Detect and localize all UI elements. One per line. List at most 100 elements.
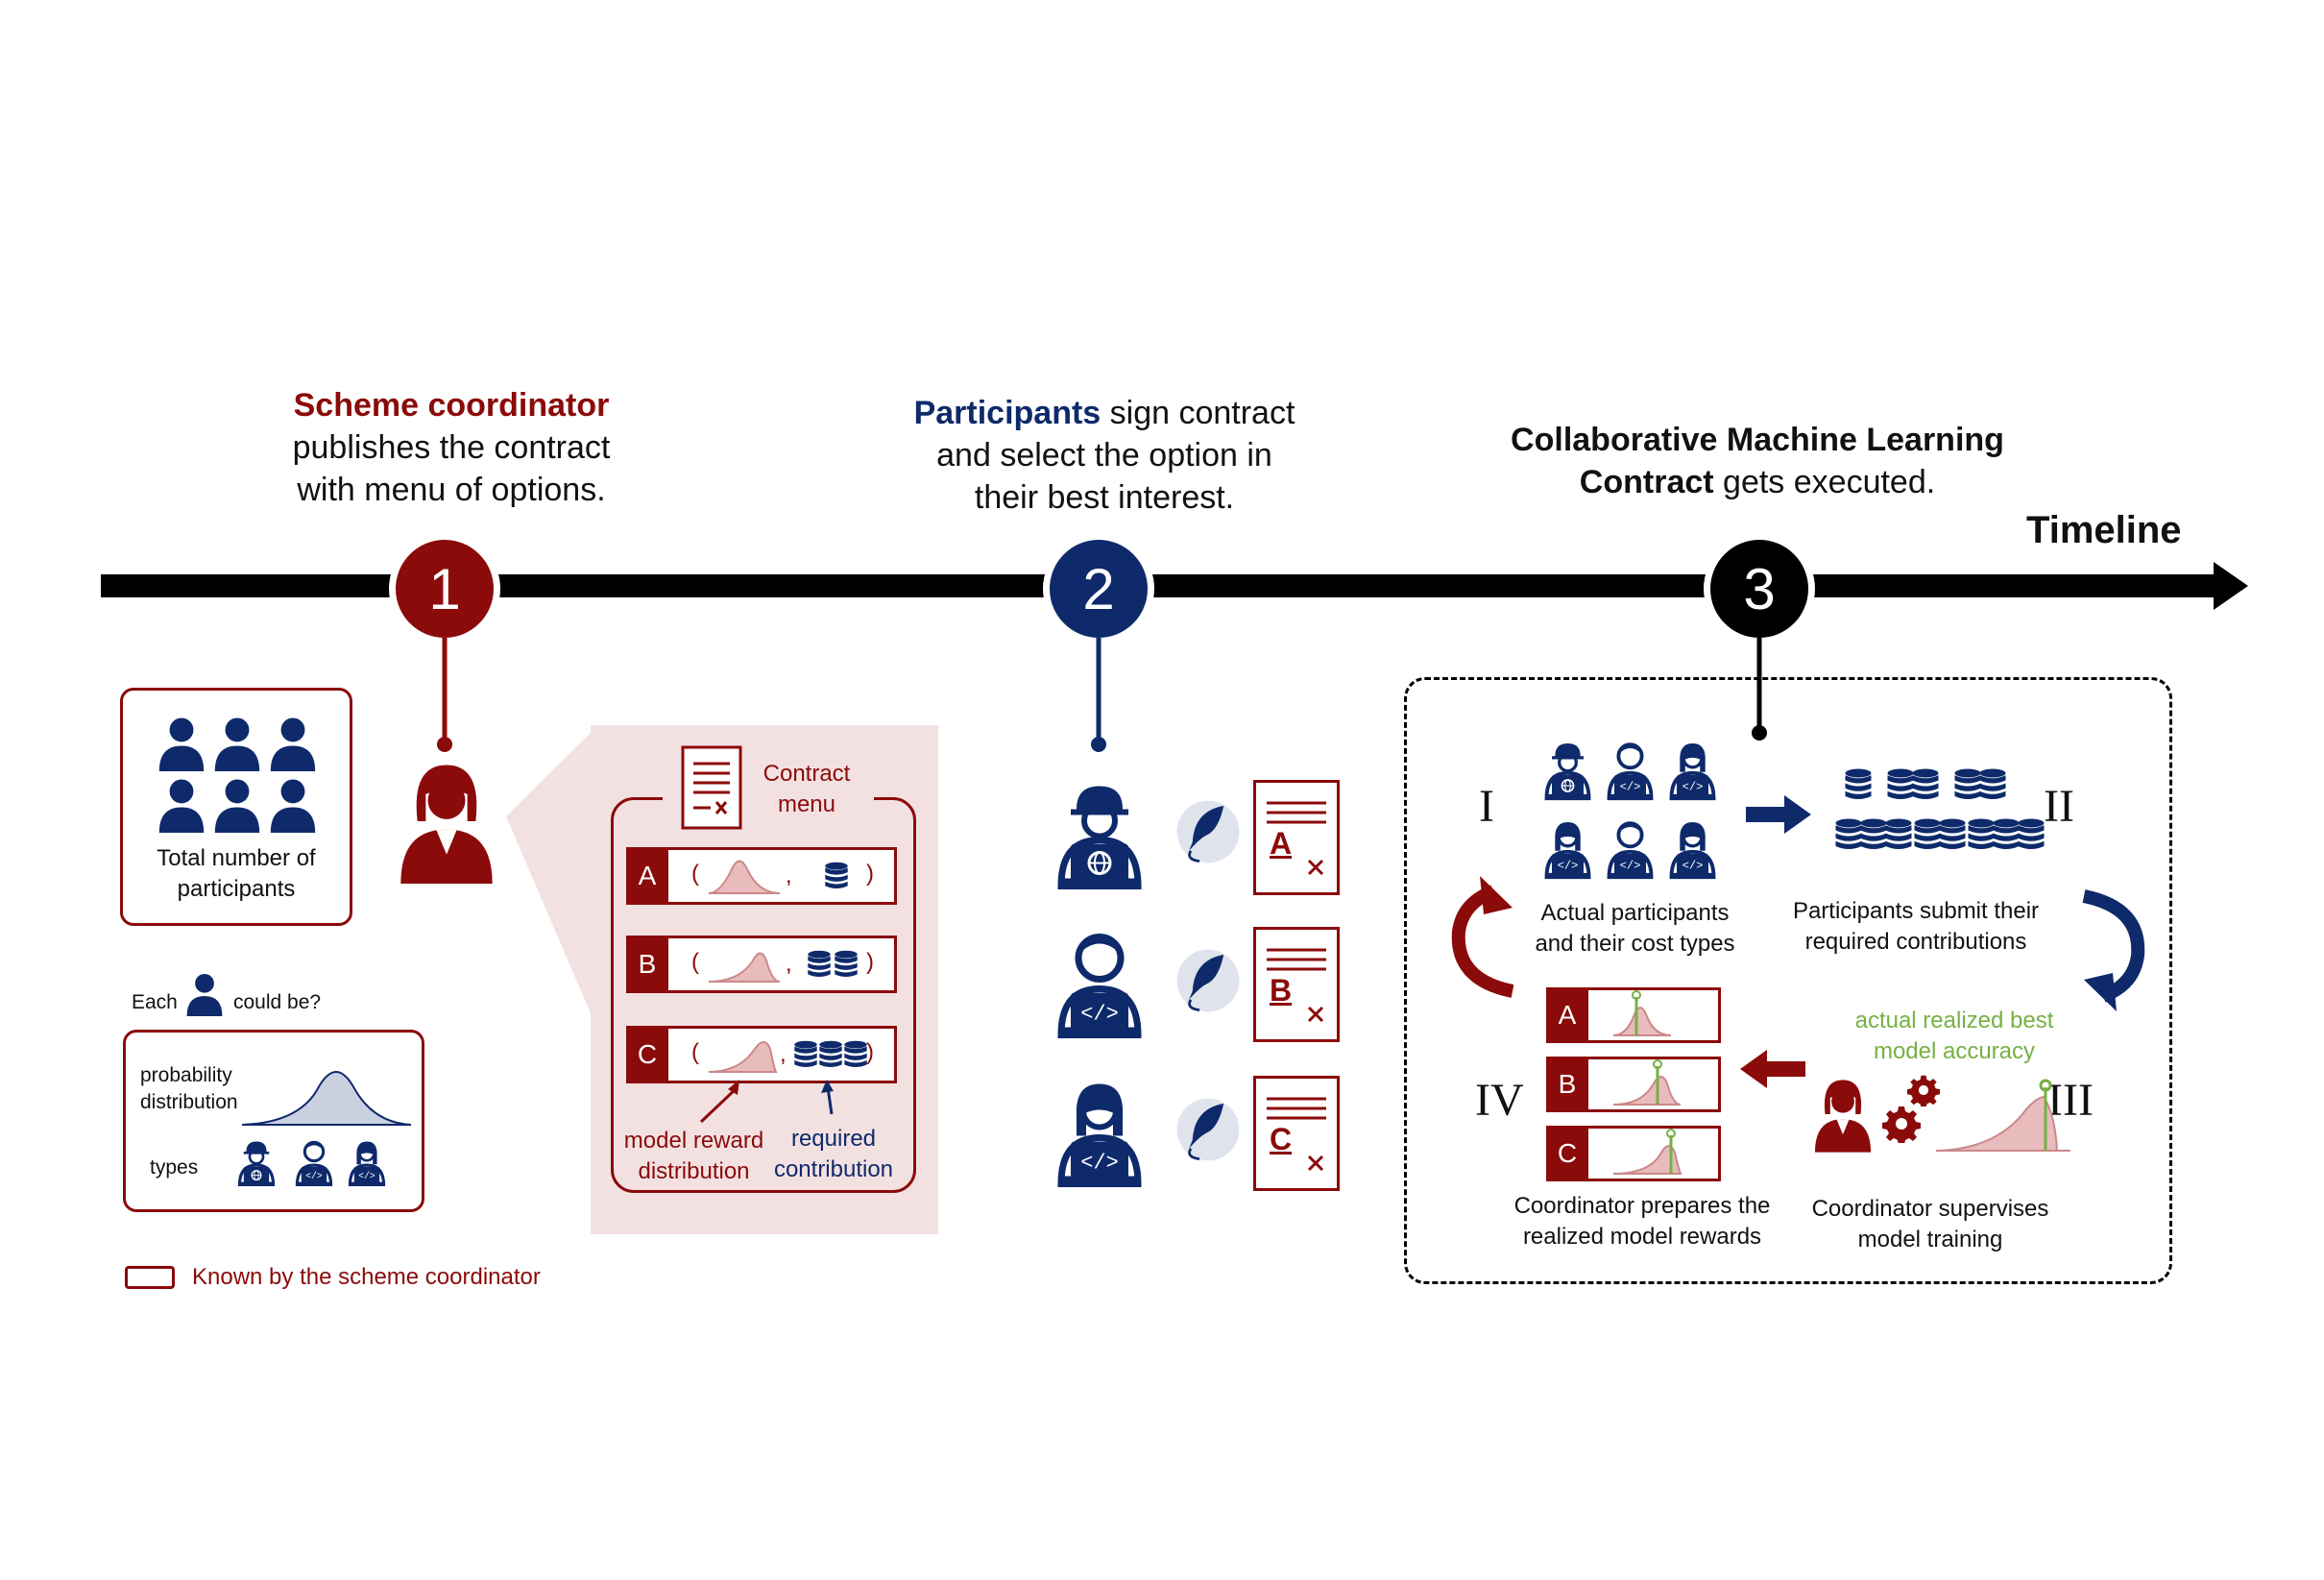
contributions-icons — [1835, 768, 2045, 849]
step-2-title: Participants — [913, 395, 1101, 431]
contract-menu-title: Contract menu — [749, 759, 864, 820]
signed-doc-b — [1253, 927, 1340, 1042]
arrow-i-to-ii — [1746, 795, 1811, 834]
total-participants-label: Total number of participants — [123, 843, 350, 905]
training-accuracy-curve — [1936, 1079, 2070, 1152]
stage3-line2: model training — [1857, 1227, 2003, 1252]
stage3-label: Coordinator supervises model training — [1781, 1194, 2079, 1255]
comma-b: , — [786, 951, 792, 977]
stage1-line1: Actual participants — [1540, 900, 1730, 926]
legend-label: Known by the scheme coordinator — [192, 1264, 541, 1290]
option-c-letter: C — [626, 1026, 668, 1083]
step-1-circle: 1 — [396, 540, 494, 638]
annot-reward2: distribution — [638, 1158, 750, 1184]
participant-coder-icon — [1052, 917, 1148, 1047]
paren-close-b: ) — [866, 949, 874, 975]
cycle-arrow-left — [1451, 876, 1514, 998]
option-b-letter: B — [626, 936, 668, 993]
paren-close-c: ) — [866, 1039, 874, 1065]
option-row-a — [626, 847, 897, 905]
signed-letter-c: C — [1270, 1122, 1293, 1156]
stage3-green2: model accuracy — [1873, 1038, 2036, 1064]
stage3-green1: actual realized best — [1854, 1008, 2054, 1033]
step-1-heading: Scheme coordinator publishes the contrac… — [240, 384, 663, 511]
stage1-label: Actual participants and their cost types — [1503, 898, 1767, 960]
roman-iv: IV — [1475, 1075, 1524, 1126]
prob-line2: distribution — [140, 1091, 238, 1113]
step-3-number: 3 — [1743, 556, 1776, 621]
paren-open-b: ( — [691, 949, 699, 975]
signed-letter-a: A — [1270, 826, 1293, 861]
total-line1: Total number of — [157, 845, 316, 871]
signed-doc-a — [1253, 780, 1340, 895]
total-participants-box — [120, 688, 352, 926]
contract-title1: Contract — [763, 761, 851, 787]
reward-b-letter: B — [1546, 1057, 1588, 1112]
annot-contrib2: contribution — [773, 1156, 894, 1182]
supervising-coordinator-icon — [1814, 1080, 1872, 1153]
comma-c: , — [780, 1041, 787, 1067]
step-3-circle: 3 — [1710, 540, 1808, 638]
stage3-green-label: actual realized best model accuracy — [1820, 1006, 2089, 1067]
step-3-title2: Contract — [1579, 464, 1714, 500]
paren-open-c: ( — [691, 1039, 699, 1065]
stage4-line1: Coordinator prepares the — [1513, 1193, 1771, 1219]
roman-iii: III — [2047, 1075, 2094, 1126]
step-2-title-rest: sign contract — [1101, 395, 1295, 431]
step-2-circle: 2 — [1050, 540, 1148, 638]
legend-swatch — [125, 1266, 175, 1289]
paren-open-a: ( — [691, 861, 699, 887]
each-prefix: Each — [132, 991, 178, 1013]
prior-distribution-curve — [241, 1071, 412, 1126]
step-2-number: 2 — [1082, 556, 1115, 621]
stage2-line2: required contributions — [1804, 929, 2027, 955]
step-1-title: Scheme coordinator — [293, 387, 610, 424]
step-2-line2: their best interest. — [974, 479, 1235, 516]
roman-ii: II — [2044, 781, 2074, 832]
signed-doc-lines — [1267, 801, 1326, 1172]
comma-a: , — [786, 863, 792, 888]
quill-icon-2 — [1175, 948, 1241, 1013]
step-2-line1: and select the option in — [936, 437, 1272, 474]
annot-reward: model reward distribution — [610, 1126, 778, 1187]
step-1-line2: with menu of options. — [297, 472, 606, 508]
roman-i: I — [1479, 781, 1494, 832]
step-3-title2-rest: gets executed. — [1713, 464, 1936, 500]
stage4-label: Coordinator prepares the realized model … — [1484, 1191, 1801, 1252]
prior-box — [123, 1030, 424, 1212]
timeline-label: Timeline — [2026, 509, 2182, 551]
stage3-line1: Coordinator supervises — [1811, 1196, 2049, 1222]
types-label: types — [150, 1156, 199, 1179]
reward-c-letter: C — [1546, 1126, 1588, 1181]
step-2-heading: Participants sign contract and select th… — [884, 392, 1325, 519]
signed-letter-b: B — [1270, 973, 1293, 1008]
callout-wedge — [506, 733, 591, 1013]
cycle-arrow-right — [2082, 889, 2145, 1011]
step-3-title: Collaborative Machine Learning — [1511, 422, 2004, 458]
reward-curves — [1612, 990, 1682, 1175]
stage2-line1: Participants submit their — [1792, 898, 2040, 924]
total-line2: participants — [177, 876, 296, 902]
stage4-line2: realized model rewards — [1522, 1224, 1762, 1250]
actual-participants-icons — [1541, 735, 1733, 888]
signed-doc-c — [1253, 1076, 1340, 1191]
prob-line1: probability — [140, 1064, 232, 1086]
each-suffix: could be? — [233, 991, 322, 1013]
step-1-number: 1 — [428, 556, 461, 621]
step-3-heading: Collaborative Machine Learning Contract … — [1479, 419, 2036, 503]
step-1-line1: publishes the contract — [292, 429, 611, 466]
prob-label: probability distribution — [140, 1062, 238, 1116]
arrow-iii-to-iv — [1740, 1050, 1805, 1088]
annot-reward1: model reward — [623, 1128, 764, 1154]
quill-icon-1 — [1175, 799, 1241, 864]
contract-document-icon — [681, 745, 742, 830]
paren-close-a: ) — [866, 861, 874, 887]
contract-title2: menu — [777, 791, 836, 817]
participant-worker-icon — [1052, 768, 1148, 898]
annot-contribution: required contribution — [766, 1124, 901, 1185]
participant-coder-female-icon — [1052, 1066, 1148, 1196]
option-curves — [699, 860, 867, 1124]
reward-a-letter: A — [1546, 987, 1588, 1043]
quill-icon-3 — [1175, 1097, 1241, 1162]
